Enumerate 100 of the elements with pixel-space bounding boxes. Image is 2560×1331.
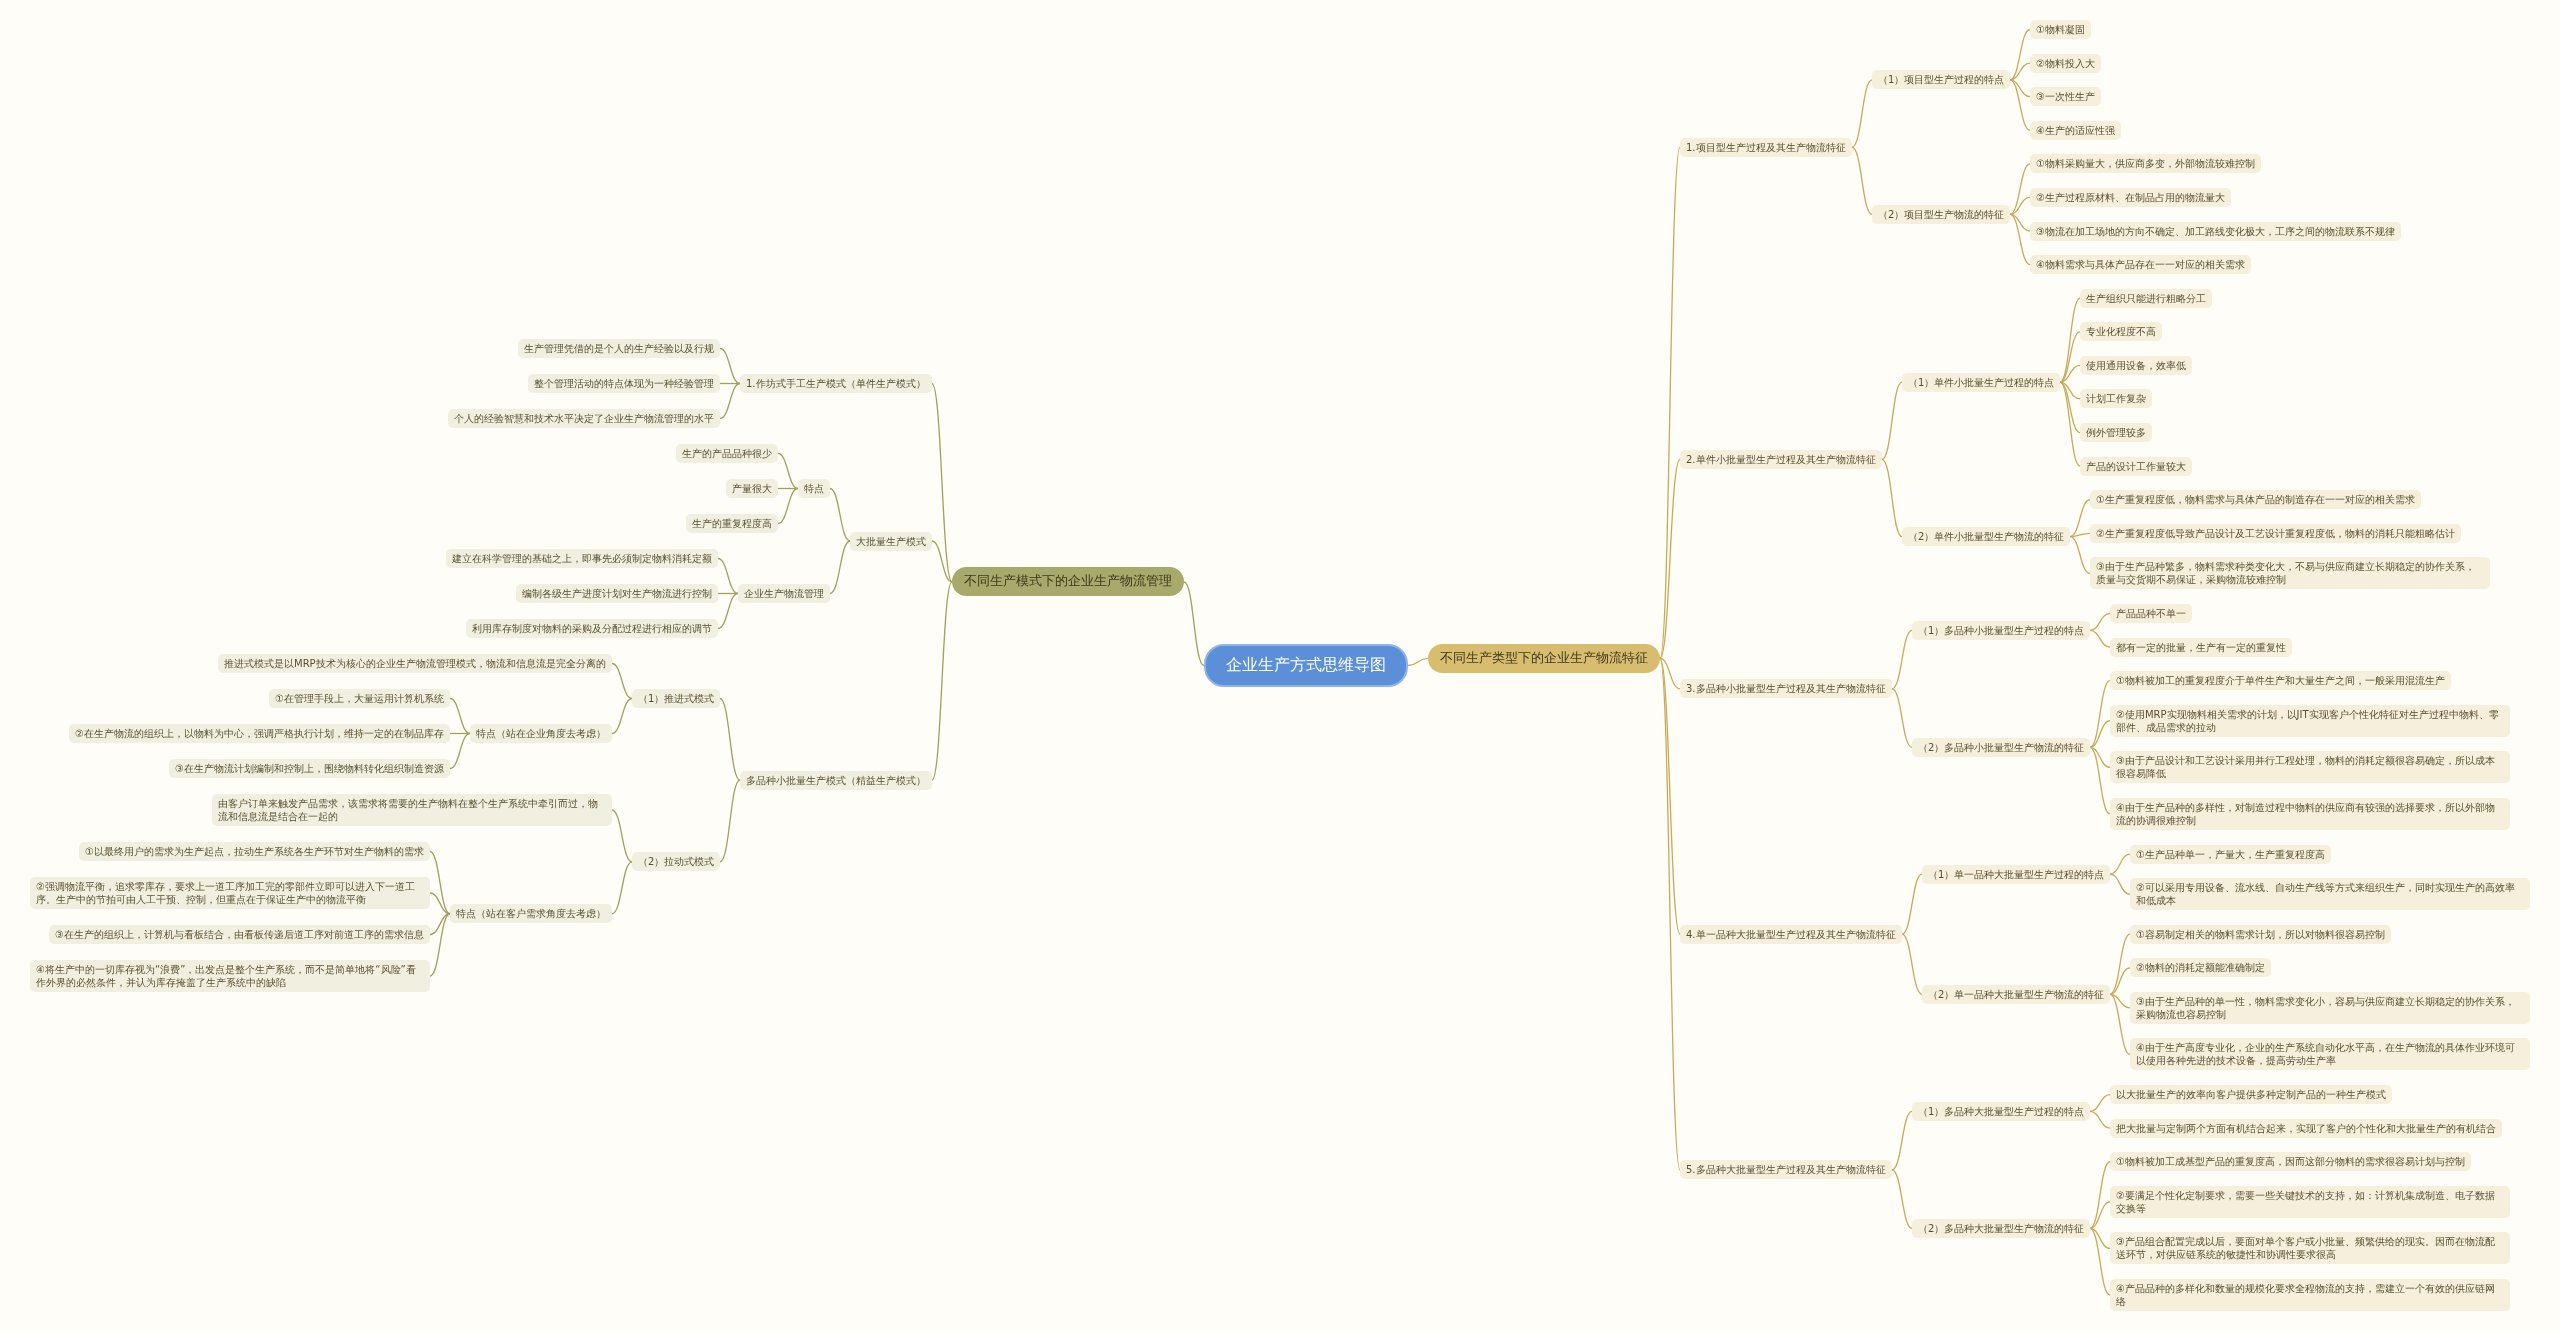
subtopic: 特点: [798, 479, 830, 498]
central-topic: 企业生产方式思维导图: [1204, 644, 1408, 687]
connector-line: [2109, 993, 2131, 1056]
connector-line: [2089, 612, 2111, 631]
connector-line: [1901, 873, 1923, 935]
connector-line: [449, 697, 471, 735]
connector-line: [429, 892, 451, 915]
connector-line: [2089, 1161, 2111, 1229]
leaf-topic: ③由于产品设计和工艺设计采用并行工程处理，物料的消耗定额很容易确定，所以成本很容易降低: [2110, 751, 2510, 784]
main-branch-topic: 不同生产类型下的企业生产物流特征: [1428, 643, 1660, 673]
connector-line: [1851, 79, 1873, 148]
leaf-topic: ④将生产中的一切库存视为“浪费”，出发点是整个生产系统，而不是简单地将“风险”看作外界的必然条件，并认为库存掩盖了生产系统中的缺陷: [30, 960, 430, 992]
connector-line: [2089, 1093, 2111, 1112]
connector-line: [2089, 720, 2111, 748]
connector-line: [611, 662, 633, 700]
leaf-topic: ④产品品种的多样化和数量的规模化要求全程物流的支持，需建立一个有效的供应链网络: [2110, 1279, 2510, 1311]
leaf-topic: ③在生产物流计划编制和控制上，围绕物料转化组织制造资源: [169, 759, 450, 778]
connector-line: [2069, 532, 2091, 538]
leaf-topic: 计划工作复杂: [2080, 389, 2152, 409]
connector-line: [2089, 746, 2111, 768]
leaf-topic: ①在管理手段上，大量运用计算机系统: [269, 689, 450, 708]
connector-line: [429, 850, 451, 915]
leaf-topic: ①物料采购量大，供应商多变，外部物流较难控制: [2030, 154, 2261, 174]
main-branch-topic: 不同生产模式下的企业生产物流管理: [952, 567, 1184, 597]
leaf-topic: 推进式模式是以MRP技术为核心的企业生产物流管理模式，物流和信息流是完全分离的: [218, 654, 612, 673]
connector-line: [611, 809, 633, 863]
leaf-topic: ②物料的消耗定额能准确制定: [2130, 958, 2271, 978]
leaf-topic: 生产的重复程度高: [686, 514, 778, 533]
leaf-topic: ①容易制定相关的物料需求计划，所以对物料很容易控制: [2130, 924, 2391, 944]
leaf-topic: ④由于生产品种的多样性，对制造过程中物料的供应商有较强的选择要求，所以外部物流的协调很难控制: [2110, 797, 2510, 830]
leaf-topic: ②在生产物流的组织上，以物料为中心，强调严格执行计划，维持一定的在制品库存: [69, 724, 450, 743]
leaf-topic: ④由于生产高度专业化，企业的生产系统自动化水平高，在生产物流的具体作业环境可以使用各种先进的技术设备，提高劳动生产率: [2130, 1038, 2530, 1071]
connector-line: [2069, 499, 2091, 538]
subtopic: 1.作坊式手工生产模式（单件生产模式）: [740, 374, 932, 393]
leaf-topic: ①生产重复程度低，物料需求与具体产品的制造存在一一对应的相关需求: [2090, 490, 2421, 510]
connector-line: [2089, 629, 2111, 648]
subtopic: 1.项目型生产过程及其生产物流特征: [1680, 137, 1852, 157]
connector-line: [2109, 967, 2131, 995]
connector-line: [2009, 28, 2031, 81]
leaf-topic: ③产品组合配置完成以后，要面对单个客户或小批量、频繁供给的现实。因而在物流配送环节，对供应链系统的敏捷性和协调性要求很高: [2110, 1232, 2510, 1265]
leaf-topic: ①生产品种单一，产量大，生产重复程度高: [2130, 844, 2331, 864]
leaf-topic: ①物料凝固: [2030, 20, 2091, 39]
leaf-topic: 产品品种不单一: [2110, 604, 2192, 623]
leaf-topic: ②可以采用专用设备、流水线、自动生产线等方式来组织生产，同时实现生产的高效率和低成本: [2130, 878, 2530, 911]
connector-line: [2009, 213, 2031, 266]
leaf-topic: ①物料被加工成基型产品的重复度高，因而这部分物料的需求很容易计划与控制: [2110, 1152, 2471, 1172]
connector-line: [719, 697, 741, 781]
leaf-topic: 利用库存制度对物料的采购及分配过程进行相应的调节: [466, 619, 718, 638]
leaf-topic: 以大批量生产的效率向客户提供多种定制产品的一种生产模式: [2110, 1085, 2392, 1105]
leaf-topic: ③由于生产品种繁多，物料需求种类变化大，不易与供应商建立长期稳定的协作关系，质量与交货期不易保证，采购物流较难控制: [2090, 557, 2490, 590]
leaf-topic: ①物料被加工的重复程度介于单件生产和大量生产之间，一般采用混流生产: [2110, 671, 2451, 691]
leaf-topic: 例外管理较多: [2080, 423, 2152, 443]
leaf-topic: 都有一定的批量，生产有一定的重复性: [2110, 637, 2292, 657]
subtopic: （1）多品种大批量型生产过程的特点: [1912, 1101, 2091, 1121]
connector-line: [719, 382, 741, 385]
connector-line: [931, 540, 953, 583]
connector-line: [2009, 79, 2031, 131]
connector-line: [1659, 458, 1681, 660]
connector-line: [2089, 1227, 2111, 1250]
connector-line: [931, 581, 953, 781]
connector-line: [2109, 933, 2131, 995]
subtopic: 4.单一品种大批量型生产过程及其生产物流特征: [1680, 924, 1902, 944]
subtopic: 多品种小批量生产模式（精益生产模式）: [740, 770, 932, 790]
leaf-topic: ③物流在加工场地的方向不确定、加工路线变化极大，工序之间的物流联系不规律: [2030, 221, 2401, 241]
subtopic: 企业生产物流管理: [738, 584, 830, 603]
leaf-topic: ③由于生产品种的单一性，物料需求变化小，容易与供应商建立长期稳定的协作关系，采购物流也容易控制: [2130, 991, 2530, 1024]
connector-line: [2109, 853, 2131, 875]
connector-line: [611, 861, 633, 915]
leaf-topic: ④生产的适应性强: [2030, 120, 2121, 140]
subtopic: （1）单件小批量生产过程的特点: [1902, 372, 2061, 392]
subtopic: （1）项目型生产过程的特点: [1872, 70, 2011, 90]
connector-line: [2089, 1227, 2111, 1296]
leaf-topic: 把大批量与定制两个方面有机结合起来，实现了客户的个性化和大批量生产的有机结合: [2110, 1118, 2502, 1138]
connector-line: [1891, 1169, 1913, 1229]
connector-line: [1183, 581, 1205, 667]
connector-line: [1891, 688, 1913, 748]
subtopic: 特点（站在客户需求角度去考虑）: [450, 904, 612, 924]
subtopic: 2.单件小批量型生产过程及其生产物流特征: [1680, 449, 1882, 469]
connector-line: [719, 347, 741, 385]
connector-line: [449, 732, 471, 770]
connector-line: [1659, 657, 1681, 935]
connector-line: [2059, 331, 2081, 383]
connector-line: [429, 913, 451, 936]
connector-line: [1659, 657, 1681, 1171]
leaf-topic: 建立在科学管理的基础之上，即事先必须制定物料消耗定额: [446, 549, 718, 568]
connector-line: [1881, 381, 1903, 461]
subtopic: 5.多品种大批量型生产过程及其生产物流特征: [1680, 1160, 1892, 1180]
leaf-topic: ②强调物流平衡，追求零库存，要求上一道工序加工完的零部件立即可以进入下一道工序。生产中的节拍可由人工干预、控制，但重点在于保证生产中的物流平衡: [30, 877, 430, 909]
leaf-topic: ②要满足个性化定制要求，需要一些关键技术的支持，如：计算机集成制造、电子数据交换等: [2110, 1185, 2510, 1218]
connector-line: [829, 540, 851, 595]
leaf-topic: 由客户订单来触发产品需求，该需求将需要的生产物料在整个生产系统中牵引而过，物流和信息流是结合在一起的: [212, 794, 612, 826]
connector-line: [1901, 933, 1923, 995]
connector-line: [2009, 163, 2031, 215]
leaf-topic: ②生产过程原材料、在制品占用的物流量大: [2030, 187, 2231, 207]
connector-line: [611, 697, 633, 735]
connector-line: [2109, 873, 2131, 895]
leaf-topic: ②物料投入大: [2030, 53, 2101, 73]
connector-line: [2009, 62, 2031, 81]
leaf-topic: 使用通用设备，效率低: [2080, 355, 2192, 375]
leaf-topic: ④物料需求与具体产品存在一一对应的相关需求: [2030, 255, 2251, 275]
